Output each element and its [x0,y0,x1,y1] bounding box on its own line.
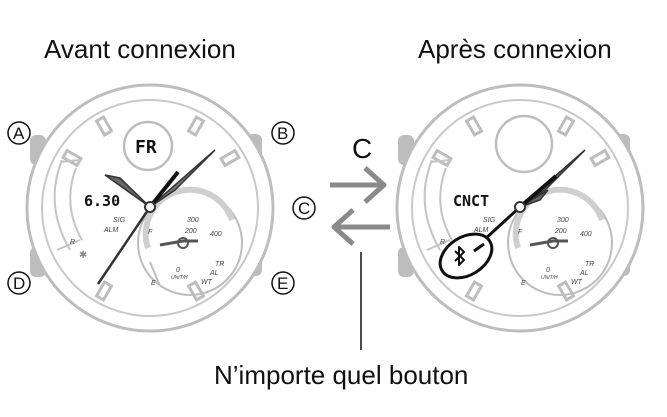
second-hand [482,205,522,242]
scale-wt: WT [571,279,583,286]
watch-bezel [41,99,259,317]
scale-wt: WT [201,279,213,286]
bluetooth-icon [454,246,465,266]
scale-400: 400 [580,231,592,238]
transition-arrows: C [330,133,390,350]
button-labels: A B C D E [7,121,316,295]
button-label-b: B [277,124,288,143]
scale-e: E [151,280,156,287]
alm-label: ALM [473,227,489,234]
mode-display: FR [135,137,157,158]
scale-unit: UNIT/H [541,275,558,281]
scale-e: E [521,280,526,287]
scale-f: F [148,229,153,236]
hour-markers [61,115,241,302]
watch-before: FR 6.30 SIG ALM R ✱ 200 300 400 0 UNIT/H… [25,83,275,333]
scale-0: 0 [176,267,180,274]
sig-label: SIG [483,217,496,224]
arrow-right [330,166,387,204]
bluetooth-small-icon: ✱ [79,250,87,261]
subdial-hand [159,239,198,247]
scale-0: 0 [546,267,550,274]
scale-200: 200 [554,228,567,235]
second-hand [96,206,152,285]
hour-hand [104,174,151,208]
scale-unit: UNIT/H [171,275,188,281]
mode-window [122,120,174,172]
scale-al: AL [579,270,589,277]
digital-display: CNCT [453,192,489,210]
r-label: R [70,239,75,246]
button-label-a: A [13,124,25,143]
scale-tr: TR [215,261,224,268]
watch-after: CNCT SIG ALM R 200 300 400 0 UNIT/H E F … [395,83,645,333]
caption-before-connection: Avant connexion [44,34,236,64]
left-subdial-arc [53,159,71,251]
button-label-d: D [13,274,25,293]
scale-f: F [518,229,523,236]
minute-hand [149,149,216,208]
r-label: R [440,239,445,246]
scale-300: 300 [187,217,199,224]
mode-window-empty [494,114,554,174]
scale-200: 200 [184,228,197,235]
bluetooth-highlight [438,232,494,280]
scale-tr: TR [585,261,594,268]
caption-any-button: N’importe quel bouton [214,360,469,390]
center-pin [144,201,156,213]
arrow-left [331,208,390,246]
arrow-label-c: C [352,133,372,164]
sig-label: SIG [113,217,126,224]
caption-after-connection: Après connexion [418,34,612,64]
digital-display: 6.30 [84,192,120,210]
scale-300: 300 [557,217,569,224]
alm-label: ALM [103,227,119,234]
button-label-c: C [298,199,310,218]
scale-al: AL [209,270,219,277]
button-label-e: E [277,274,288,293]
scale-400: 400 [210,231,222,238]
